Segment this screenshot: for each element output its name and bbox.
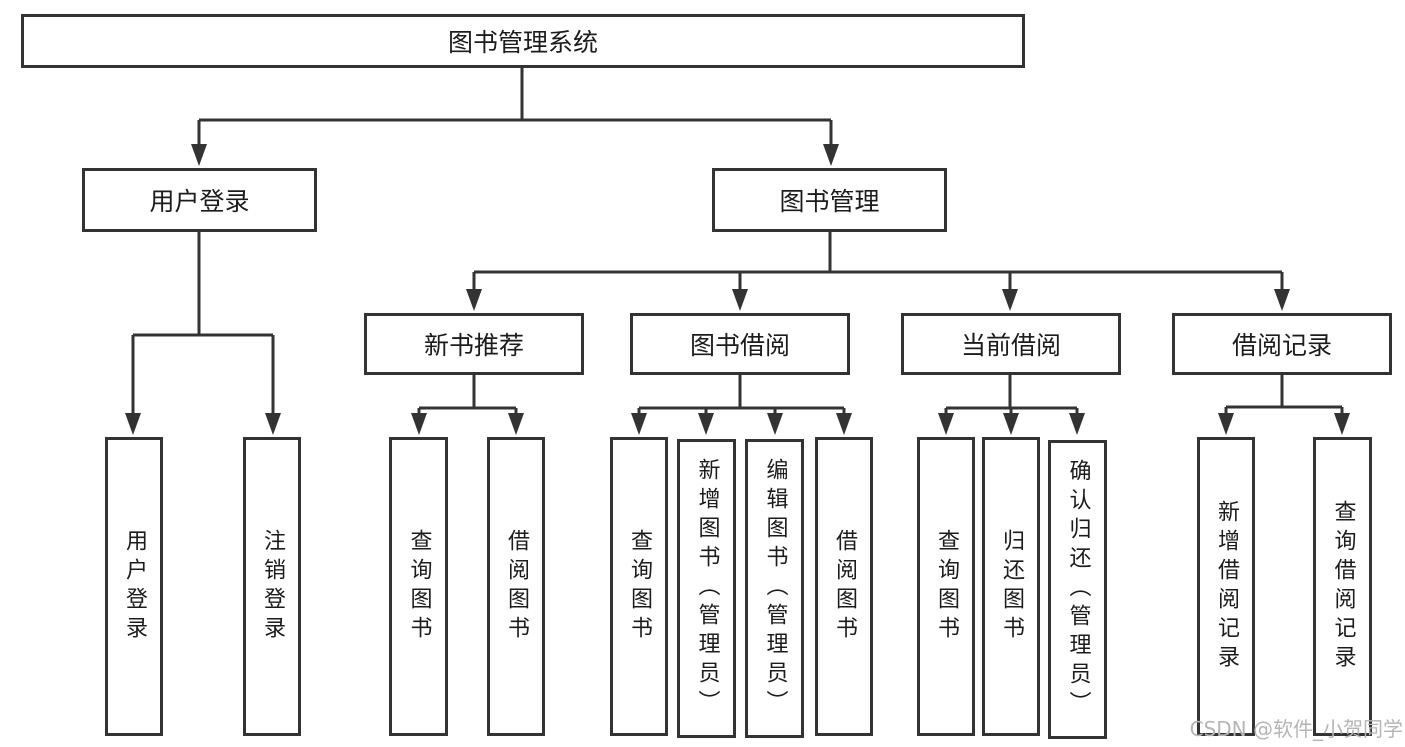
leaf-query-books-recommend: 查询图书 [389, 437, 448, 736]
arrowhead-icon [631, 413, 647, 435]
node-book-borrowing: 图书借阅 [630, 313, 850, 375]
node-user-login: 用户登录 [82, 168, 317, 232]
arrowhead-icon [125, 413, 141, 435]
arrowhead-icon [265, 413, 281, 435]
node-book-management: 图书管理 [712, 168, 947, 232]
arrowhead-icon [191, 144, 207, 166]
arrowhead-icon [1003, 413, 1019, 435]
arrowhead-icon [1069, 413, 1085, 435]
node-borrow-records: 借阅记录 [1172, 313, 1392, 375]
arrowhead-icon [823, 144, 839, 166]
arrowhead-icon [767, 413, 783, 435]
csdn-watermark: CSDN @软件_小贺同学 [1189, 717, 1403, 741]
leaf-query-borrow-record-label: 查询借阅记录 [1330, 499, 1356, 674]
leaf-query-books-borrowing: 查询图书 [610, 437, 668, 736]
leaf-add-borrow-record-label: 新增借阅记录 [1214, 499, 1239, 674]
leaf-add-book-admin: 新增图书（管理员） [677, 439, 736, 738]
node-new-book-recommend: 新书推荐 [364, 313, 584, 375]
leaf-borrow-books-recommend-label: 借阅图书 [504, 528, 529, 645]
leaf-user-login-label: 用户登录 [122, 528, 147, 645]
arrowhead-icon [466, 289, 482, 311]
leaf-query-books-borrowing-label: 查询图书 [627, 528, 652, 645]
arrowhead-icon [732, 289, 748, 311]
leaf-edit-book-admin-label: 编辑图书（管理员） [762, 458, 788, 719]
leaf-logout-label: 注销登录 [260, 528, 285, 645]
leaf-borrow-books-borrowing-label: 借阅图书 [832, 528, 857, 645]
leaf-return-book-label: 归还图书 [999, 528, 1024, 645]
node-book-management-label: 图书管理 [779, 187, 880, 216]
leaf-user-login: 用户登录 [105, 437, 163, 736]
leaf-logout: 注销登录 [243, 437, 301, 736]
node-book-borrowing-label: 图书借阅 [689, 331, 790, 360]
arrowhead-icon [1002, 289, 1018, 311]
leaf-query-borrow-record: 查询借阅记录 [1313, 437, 1372, 736]
leaf-add-borrow-record: 新增借阅记录 [1197, 437, 1255, 736]
leaf-confirm-return-admin-label: 确认归还（管理员） [1065, 459, 1091, 720]
arrowhead-icon [1218, 413, 1234, 435]
node-new-book-recommend-label: 新书推荐 [423, 331, 524, 360]
node-root-label: 图书管理系统 [447, 28, 598, 57]
leaf-query-books-recommend-label: 查询图书 [406, 528, 432, 645]
node-root: 图书管理系统 [21, 14, 1025, 68]
node-user-login-label: 用户登录 [149, 187, 250, 216]
leaf-confirm-return-admin: 确认归还（管理员） [1048, 440, 1107, 739]
leaf-borrow-books-borrowing: 借阅图书 [815, 437, 873, 736]
node-borrow-records-label: 借阅记录 [1231, 331, 1332, 360]
arrowhead-icon [1274, 289, 1290, 311]
node-current-borrowing-label: 当前借阅 [960, 331, 1061, 360]
arrowhead-icon [836, 413, 852, 435]
arrowhead-icon [411, 413, 427, 435]
leaf-query-books-current-label: 查询图书 [934, 528, 959, 645]
arrowhead-icon [698, 413, 714, 435]
arrowhead-icon [1334, 413, 1350, 435]
node-current-borrowing: 当前借阅 [901, 313, 1121, 375]
arrowhead-icon [938, 413, 954, 435]
leaf-edit-book-admin: 编辑图书（管理员） [745, 439, 804, 738]
leaf-borrow-books-recommend: 借阅图书 [487, 437, 545, 736]
leaf-add-book-admin-label: 新增图书（管理员） [694, 458, 720, 719]
leaf-query-books-current: 查询图书 [917, 437, 975, 736]
arrowhead-icon [508, 413, 524, 435]
leaf-return-book: 归还图书 [982, 437, 1040, 736]
